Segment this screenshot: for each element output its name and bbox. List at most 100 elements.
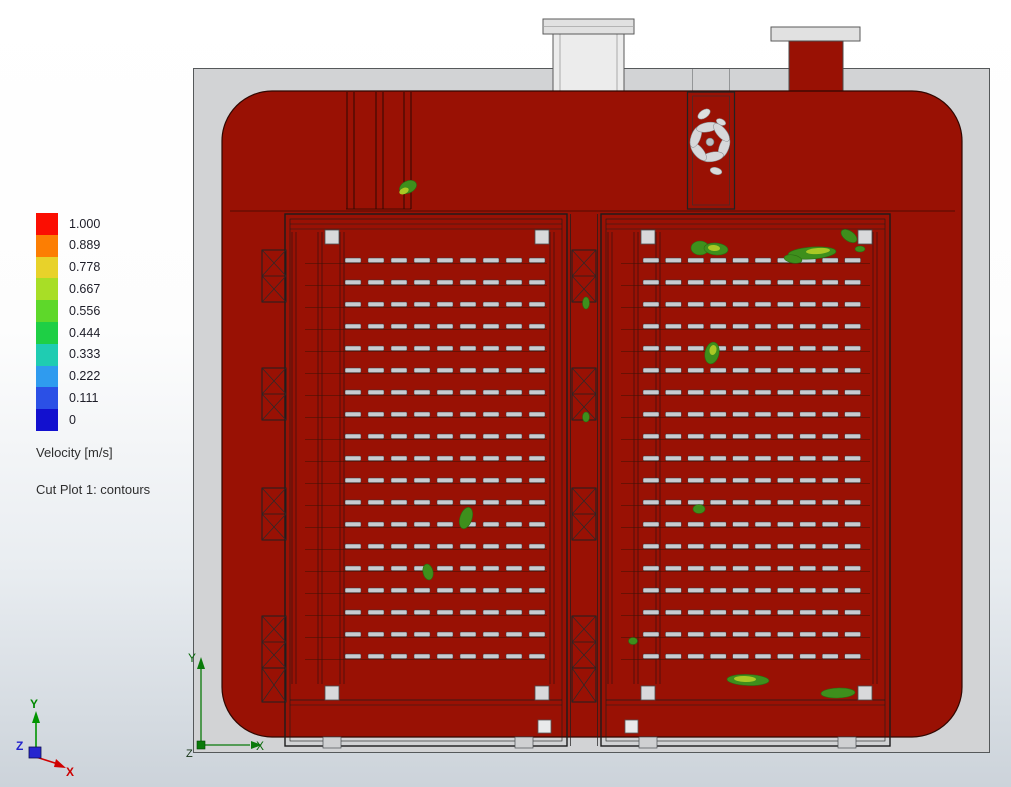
legend-tick-label: 0.667	[69, 282, 101, 297]
legend-entry: 0.333	[36, 343, 236, 366]
tray-slat	[709, 631, 727, 637]
rack-corner-pad	[324, 229, 340, 245]
tray-slat	[732, 587, 749, 593]
tray-slat	[344, 543, 362, 549]
tray-slat	[459, 609, 477, 615]
tray-slat	[709, 587, 727, 593]
tray-slat	[528, 411, 546, 417]
tray-slat	[687, 587, 705, 593]
tray-slat	[665, 587, 682, 593]
tray-slat	[528, 455, 546, 461]
tray-slat	[413, 279, 431, 285]
tray-slat	[482, 477, 500, 483]
tray-slat	[732, 565, 749, 571]
tray-slat	[413, 389, 431, 395]
tray-slat	[709, 389, 727, 395]
tray-slat	[777, 301, 794, 307]
tray-slat	[367, 543, 385, 549]
legend-color-swatch	[36, 321, 58, 344]
tray-slat	[754, 543, 772, 549]
tray-slat	[754, 323, 772, 329]
tray-slat	[799, 455, 817, 461]
tray-slat	[687, 653, 705, 659]
tray-slat	[413, 631, 431, 637]
tray-slat	[505, 279, 523, 285]
tray-slat	[344, 521, 362, 527]
tray-slat	[665, 411, 682, 417]
rack-corner-pad	[640, 685, 656, 701]
tray-slat	[844, 565, 861, 571]
tray-slat	[777, 323, 794, 329]
tray-slat	[665, 433, 682, 439]
tray-slat	[459, 411, 477, 417]
tray-slat	[642, 367, 660, 373]
tray-slat	[344, 389, 362, 395]
tray-slat	[367, 367, 385, 373]
tray-slat	[528, 565, 546, 571]
tray-slat	[367, 521, 385, 527]
tray-slat	[505, 257, 523, 263]
tray-slat	[505, 499, 523, 505]
tray-slat	[687, 279, 705, 285]
model-axis-y-label: Y	[188, 651, 196, 665]
tray-slat	[665, 389, 682, 395]
chamber-velocity-field	[221, 90, 963, 738]
tray-slat	[732, 609, 749, 615]
tray-slat	[709, 653, 727, 659]
tray-slat	[482, 499, 500, 505]
tray-slat	[687, 543, 705, 549]
tray-slat	[687, 521, 705, 527]
tray-slat	[665, 301, 682, 307]
tray-slat	[642, 323, 660, 329]
view-axis-x-label: X	[66, 765, 74, 779]
tray-slat	[687, 455, 705, 461]
tray-slat	[844, 521, 861, 527]
tray-slat	[436, 631, 454, 637]
tray-slat	[367, 301, 385, 307]
tray-slat	[459, 433, 477, 439]
tray-slat	[709, 301, 727, 307]
rack-corner-pad	[324, 685, 340, 701]
tray-slat	[642, 565, 660, 571]
tray-slat	[821, 345, 839, 351]
legend-color-swatch	[36, 256, 58, 279]
velocity-contour-patch	[854, 245, 866, 253]
tray-slat	[732, 411, 749, 417]
tray-slat	[436, 345, 454, 351]
tray-slat	[505, 345, 523, 351]
tray-slat	[709, 257, 727, 263]
tray-slat	[505, 433, 523, 439]
tray-slat	[844, 587, 861, 593]
tray-slat	[642, 433, 660, 439]
tray-slat	[754, 389, 772, 395]
top-ducts	[542, 18, 861, 93]
tray-slat	[754, 565, 772, 571]
tray-slat	[799, 565, 817, 571]
rack-corner-pad	[857, 229, 873, 245]
tray-slat	[642, 389, 660, 395]
tray-slat	[390, 499, 408, 505]
tray-slat	[344, 587, 362, 593]
tray-slat	[459, 301, 477, 307]
tray-slat	[367, 455, 385, 461]
tray-slat	[413, 587, 431, 593]
x-axis-arrow	[54, 759, 66, 768]
tray-slat	[709, 477, 727, 483]
tray-slat	[821, 279, 839, 285]
tray-slat	[687, 367, 705, 373]
tray-slat	[777, 499, 794, 505]
tray-slat	[413, 499, 431, 505]
velocity-contour-patches	[399, 180, 866, 699]
tray-slat	[799, 609, 817, 615]
tray-slat	[528, 301, 546, 307]
tray-slat	[528, 631, 546, 637]
tray-slat	[390, 587, 408, 593]
legend-entry: 0.889	[36, 234, 236, 257]
tray-slat	[505, 631, 523, 637]
tray-slat	[732, 323, 749, 329]
tray-slat	[642, 301, 660, 307]
tray-slat	[642, 609, 660, 615]
